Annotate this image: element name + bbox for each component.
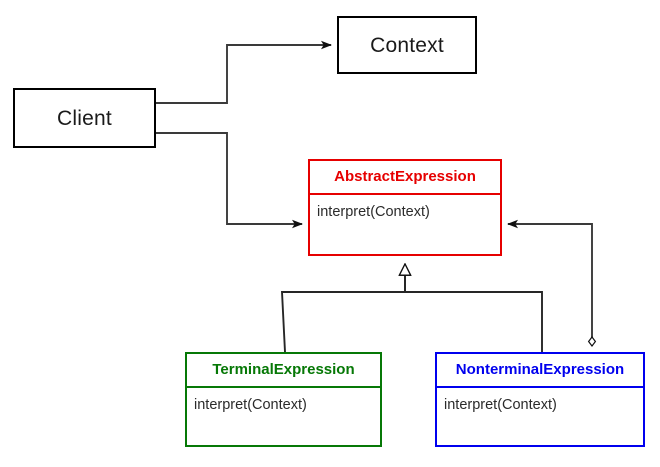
- member-row: interpret(Context): [444, 397, 557, 413]
- class-node-nonterminal-expression[interactable]: NonterminalExpression interpret(Context): [435, 352, 645, 447]
- class-node-context-label: Context: [370, 33, 444, 57]
- connector-client-to-context: [156, 40, 332, 104]
- connector-nonterminal-generalization: [405, 264, 543, 352]
- class-node-nonterminal-expression-members: interpret(Context): [437, 388, 643, 445]
- class-node-terminal-expression-title: TerminalExpression: [187, 354, 380, 388]
- class-node-context[interactable]: Context: [337, 16, 477, 74]
- class-node-terminal-expression[interactable]: TerminalExpression interpret(Context): [185, 352, 382, 447]
- class-node-client[interactable]: Client: [13, 88, 156, 148]
- member-row: interpret(Context): [317, 204, 430, 220]
- class-node-abstract-expression-title: AbstractExpression: [310, 161, 500, 195]
- member-row: interpret(Context): [194, 397, 307, 413]
- class-node-terminal-expression-members: interpret(Context): [187, 388, 380, 445]
- connector-client-to-abstract-expression: [156, 132, 303, 229]
- class-node-abstract-expression[interactable]: AbstractExpression interpret(Context): [308, 159, 502, 256]
- connector-terminal-generalization: [281, 264, 405, 353]
- class-node-abstract-expression-members: interpret(Context): [310, 195, 500, 254]
- class-node-client-label: Client: [57, 106, 112, 130]
- connector-nonterminal-aggregates-abstract-expression: [507, 219, 597, 347]
- class-node-nonterminal-expression-title: NonterminalExpression: [437, 354, 643, 388]
